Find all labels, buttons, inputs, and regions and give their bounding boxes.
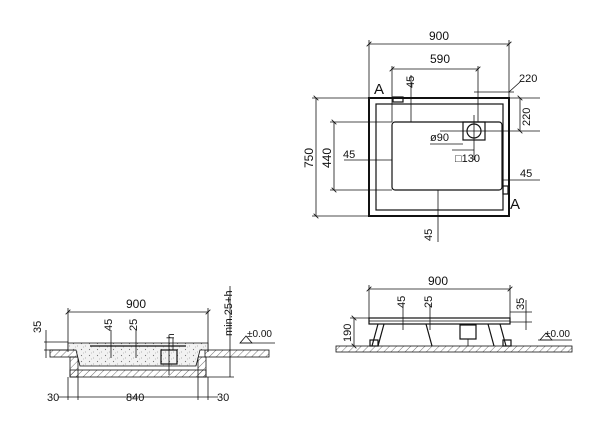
section-marker-a-right: A — [510, 196, 520, 213]
section-label-h: h — [166, 333, 177, 339]
section-dim-45: 45 — [103, 319, 115, 331]
plan-dim-45-bottom: 45 — [423, 229, 435, 241]
side-dim-35: 35 — [515, 298, 527, 310]
section-dim-840: 840 — [126, 392, 144, 404]
side-view: 900 45 25 35 190 ±0.00 — [335, 274, 573, 353]
plan-dim-220-vertical: 220 — [521, 108, 533, 126]
plan-dim-750: 750 — [302, 148, 316, 168]
drain-diameter-label: ø90 — [430, 132, 449, 144]
plan-dim-45-top: 45 — [405, 76, 417, 88]
plan-dim-45-left: 45 — [343, 149, 355, 161]
section-dim-35: 35 — [32, 321, 44, 333]
plan-view: 900 590 A A 45 ø90 □130 22 — [302, 29, 540, 242]
section-marker-a-left: A — [374, 81, 384, 98]
section-level-zero: ±0.00 — [247, 329, 272, 340]
plan-dim-440: 440 — [320, 148, 334, 168]
section-view: 900 35 45 25 h min.25+h ± — [32, 286, 275, 404]
section-dim-30-left: 30 — [47, 392, 59, 404]
side-level-zero: ±0.00 — [545, 329, 570, 340]
side-dim-190: 190 — [342, 324, 354, 342]
section-dim-25: 25 — [128, 319, 140, 331]
section-dim-30-right: 30 — [217, 392, 229, 404]
plan-dim-45-right: 45 — [520, 168, 532, 180]
plan-dim-900: 900 — [429, 29, 449, 43]
drain-square-label: □130 — [455, 153, 480, 165]
plan-dim-590: 590 — [430, 52, 450, 66]
section-dim-900: 900 — [126, 297, 146, 311]
side-dim-45: 45 — [396, 296, 408, 308]
side-dim-900: 900 — [428, 274, 448, 288]
section-min-depth: min.25+h — [223, 290, 235, 336]
side-dim-25: 25 — [423, 296, 435, 308]
plan-dim-220-right: 220 — [519, 73, 537, 85]
